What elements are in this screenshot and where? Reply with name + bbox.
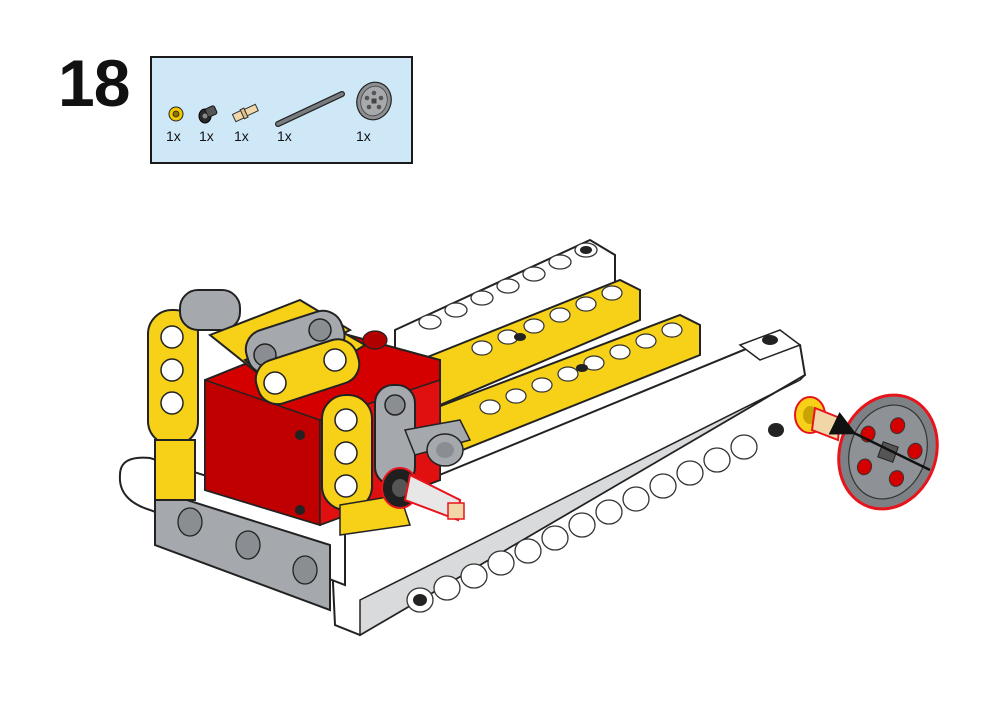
gray-wheel-icon <box>356 81 392 121</box>
part-quantity: 1x <box>199 128 214 144</box>
step-number: 18 <box>58 46 130 120</box>
part-quantity: 1x <box>234 128 249 144</box>
tan-axle-pin-icon <box>231 103 259 123</box>
parts-list-box: 1x 1x 1x 1x 1x <box>150 56 413 164</box>
parts-icons <box>168 81 392 127</box>
new-black-pin-with-axle <box>381 467 465 522</box>
new-yellow-bushing <box>794 396 842 442</box>
part-quantity: 1x <box>356 128 371 144</box>
new-gray-wheel <box>837 393 939 511</box>
front-white-beam <box>328 329 807 637</box>
yellow-left-posts <box>147 289 241 501</box>
yellow-bushing-icon <box>168 106 184 122</box>
part-quantity: 1x <box>166 128 181 144</box>
dark-gray-axle-icon <box>275 91 345 127</box>
black-pin-icon <box>198 105 218 124</box>
yellow-top-beams <box>208 298 367 406</box>
assembly-arrow <box>828 412 931 472</box>
gray-frame <box>154 488 331 612</box>
yellow-beams <box>419 278 701 457</box>
part-quantity: 1x <box>277 128 292 144</box>
